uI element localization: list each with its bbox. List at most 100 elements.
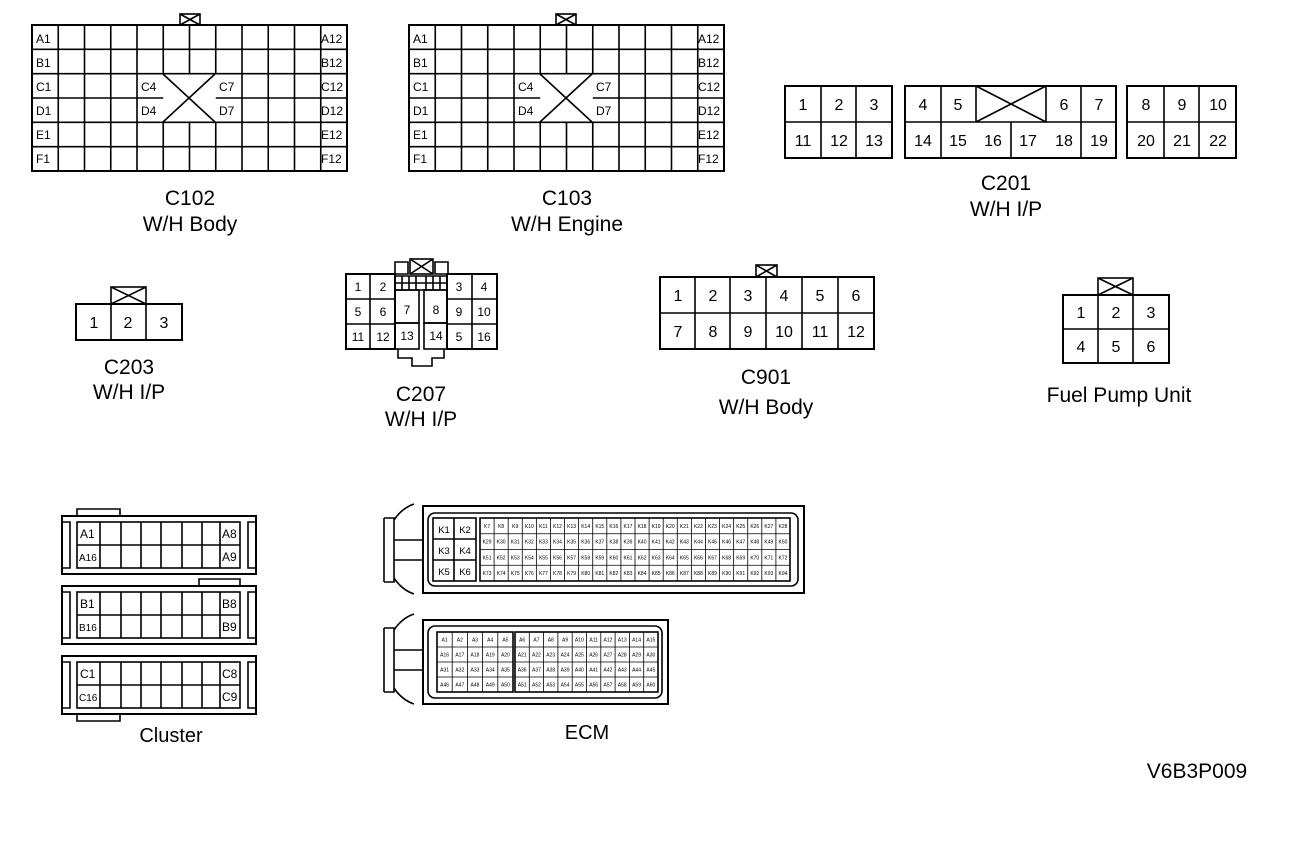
pin-label: 7 xyxy=(1095,97,1104,114)
pin-label: K71 xyxy=(764,555,773,561)
pin-label: 12 xyxy=(376,330,390,344)
pin-label: 3 xyxy=(160,315,169,332)
pin-label: K92 xyxy=(750,571,759,577)
pin-label: C1 xyxy=(80,667,96,681)
pin-label: 7 xyxy=(404,303,411,317)
connector-c901: 1 2 3 4 5 6 7 8 9 10 11 12 C901 W/H Body xyxy=(659,264,875,419)
pin-label: C4 xyxy=(518,80,534,94)
pin-label: K39 xyxy=(624,540,633,546)
pin-label: A23 xyxy=(546,653,555,659)
pin-label: C4 xyxy=(141,80,157,94)
pin-label: A9 xyxy=(222,550,237,564)
pin-label: A53 xyxy=(546,683,555,689)
pin-label: 16 xyxy=(477,330,491,344)
pin-label: 4 xyxy=(780,288,789,305)
pin-label: K56 xyxy=(553,555,562,561)
connector-c201: 1 2 3 11 12 13 4 5 6 7 14 15 16 17 18 19… xyxy=(784,85,1237,221)
pin-label: K93 xyxy=(764,571,773,577)
figure-code: V6B3P009 xyxy=(1147,760,1247,783)
pin-label: E12 xyxy=(321,128,343,142)
pin-label: 12 xyxy=(847,324,865,341)
pin-label: K44 xyxy=(694,540,703,546)
pin-label: 5 xyxy=(456,330,463,344)
pin-label: A17 xyxy=(455,653,464,659)
pin-label: A38 xyxy=(546,668,555,674)
pin-label: 8 xyxy=(433,303,440,317)
pin-label: K34 xyxy=(553,540,562,546)
pin-label: K9 xyxy=(512,524,518,530)
connector-c102: A1 B1 C1 D1 E1 F1 A12 B12 C12 D12 E12 F1… xyxy=(31,13,348,236)
c207-pin-labels: 1 2 5 6 11 12 7 13 8 14 3 4 9 10 5 16 xyxy=(352,280,491,344)
c102-pin-labels: A1 B1 C1 D1 E1 F1 A12 B12 C12 D12 E12 F1… xyxy=(36,32,343,166)
pin-label: 4 xyxy=(1077,339,1086,356)
pin-label: A24 xyxy=(561,653,570,659)
fuel-pump-pin-labels: 1 2 3 4 5 6 xyxy=(1077,305,1156,356)
pin-label: A19 xyxy=(486,653,495,659)
pin-label: K2 xyxy=(459,525,471,536)
pin-label: K28 xyxy=(779,524,788,530)
pin-label: K80 xyxy=(581,571,590,577)
pin-label: K16 xyxy=(609,524,618,530)
c102-center-cross-icon xyxy=(162,73,216,123)
pin-label: C12 xyxy=(321,80,343,94)
pin-label: K21 xyxy=(680,524,689,530)
pin-label: 21 xyxy=(1173,133,1191,150)
pin-label: D1 xyxy=(413,104,429,118)
pin-label: A50 xyxy=(501,683,510,689)
pin-label: K87 xyxy=(680,571,689,577)
pin-label: K64 xyxy=(666,555,675,561)
pin-label: F1 xyxy=(36,152,50,166)
pin-label: C1 xyxy=(413,80,429,94)
pin-label: K83 xyxy=(624,571,633,577)
pin-label: F12 xyxy=(321,152,342,166)
pin-label: A14 xyxy=(632,638,641,644)
connector-c203: 1 2 3 C203 W/H I/P xyxy=(75,286,183,404)
pin-label: K81 xyxy=(595,571,604,577)
pin-label: 7 xyxy=(674,324,683,341)
pin-label: 2 xyxy=(124,315,133,332)
connector-fuel-pump-unit: 1 2 3 4 5 6 Fuel Pump Unit xyxy=(1047,277,1192,407)
pin-label: B9 xyxy=(222,620,237,634)
pin-label: F12 xyxy=(698,152,719,166)
ecm-k-block-labels: K1 K2 K3 K4 K5 K6 xyxy=(438,525,471,578)
pin-label: A2 xyxy=(457,638,463,644)
pin-label: 13 xyxy=(865,133,883,150)
pin-label: 3 xyxy=(1147,305,1156,322)
pin-label: A18 xyxy=(471,653,480,659)
pin-label: A37 xyxy=(532,668,541,674)
c207-description: W/H I/P xyxy=(385,408,457,431)
pin-label: 11 xyxy=(352,330,365,344)
pin-label: A40 xyxy=(575,668,584,674)
c201-pin-labels: 1 2 3 11 12 13 4 5 6 7 14 15 16 17 18 19… xyxy=(795,97,1227,150)
pin-label: A1 xyxy=(442,638,448,644)
pin-label: K63 xyxy=(652,555,661,561)
c201-name: C201 xyxy=(981,172,1031,195)
pin-label: K50 xyxy=(779,540,788,546)
pin-label: 10 xyxy=(477,305,491,319)
pin-label: K62 xyxy=(638,555,647,561)
pin-label: K22 xyxy=(694,524,703,530)
pin-label: 6 xyxy=(1060,97,1069,114)
pin-label: K47 xyxy=(736,540,745,546)
c207-latch-icon xyxy=(409,258,434,275)
pin-label: A1 xyxy=(413,32,428,46)
pin-label: D12 xyxy=(698,104,720,118)
pin-label: K19 xyxy=(652,524,661,530)
pin-label: K32 xyxy=(525,540,534,546)
c203-description: W/H I/P xyxy=(93,381,165,404)
pin-label: 20 xyxy=(1137,133,1155,150)
pin-label: A58 xyxy=(618,683,627,689)
pin-label: A46 xyxy=(440,683,449,689)
pin-label: 9 xyxy=(1178,97,1187,114)
pin-label: 18 xyxy=(1055,133,1073,150)
pin-label: K91 xyxy=(736,571,745,577)
cluster-c-block xyxy=(61,655,257,722)
pin-label: K35 xyxy=(567,540,576,546)
pin-label: K75 xyxy=(511,571,520,577)
pin-label: K45 xyxy=(708,540,717,546)
pin-label: K4 xyxy=(459,546,471,557)
